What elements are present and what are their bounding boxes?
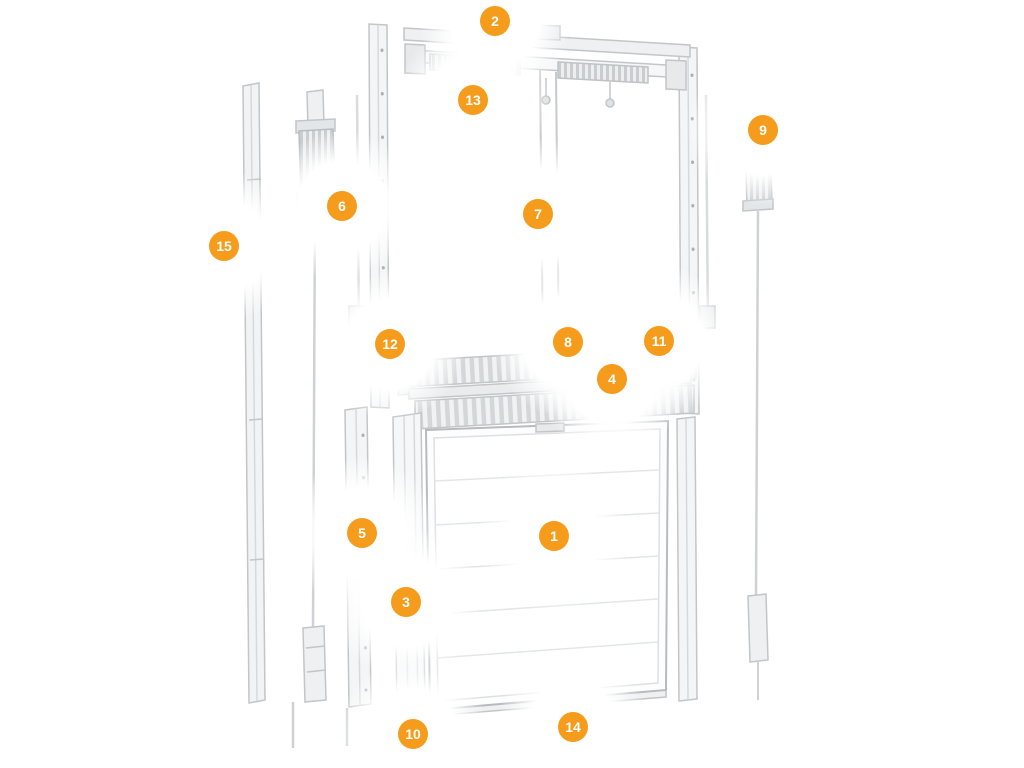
callout-11[interactable]: 11	[644, 326, 674, 356]
door-panel	[424, 419, 670, 712]
floor-anchor-left	[291, 702, 349, 748]
callout-1[interactable]: 1	[539, 521, 569, 551]
wall-angle-left-profile	[242, 82, 266, 704]
callout-3[interactable]: 3	[391, 587, 421, 617]
left-door-track	[344, 406, 372, 708]
upper-track-right	[699, 94, 716, 331]
callout-10[interactable]: 10	[398, 719, 428, 749]
callout-6[interactable]: 6	[327, 191, 357, 221]
callout-12[interactable]: 12	[375, 329, 405, 359]
shaft-assembly	[403, 24, 691, 108]
callout-13[interactable]: 13	[458, 85, 488, 115]
right-spring-unit	[741, 86, 774, 700]
callout-5[interactable]: 5	[347, 518, 377, 548]
left-inner-track	[392, 412, 426, 715]
callout-2[interactable]: 2	[480, 6, 510, 36]
callout-7[interactable]: 7	[523, 199, 553, 229]
callout-14[interactable]: 14	[558, 712, 588, 742]
callout-15[interactable]: 15	[209, 231, 239, 261]
callout-4[interactable]: 4	[597, 364, 627, 394]
right-door-track	[676, 416, 698, 702]
callout-9[interactable]: 9	[748, 115, 778, 145]
left-spring-unit	[295, 89, 338, 703]
callout-8[interactable]: 8	[553, 327, 583, 357]
